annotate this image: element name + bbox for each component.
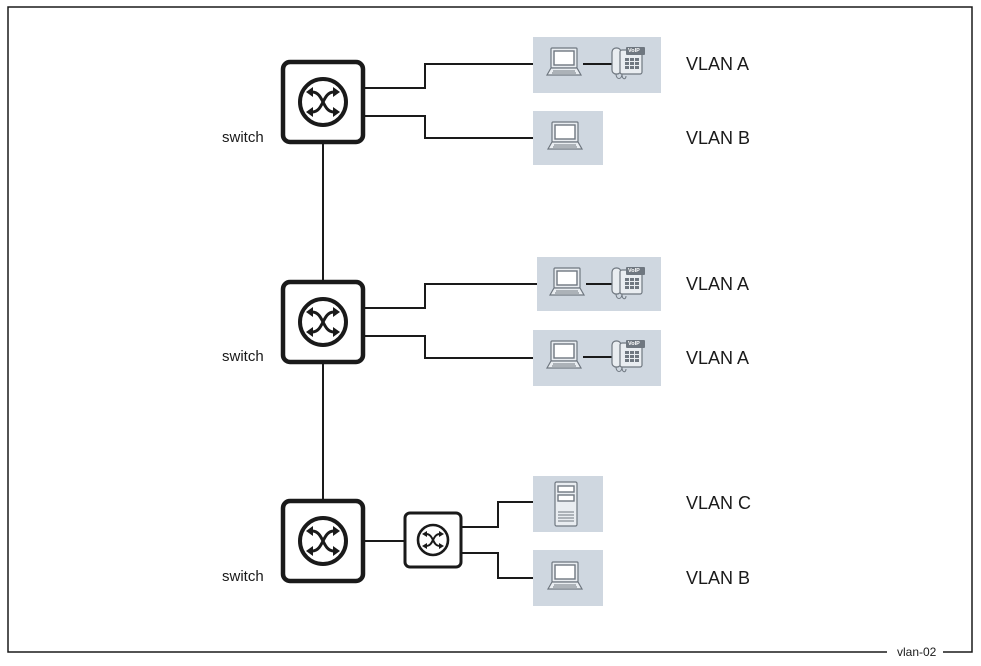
server-icon <box>554 481 578 527</box>
vlan-label: VLAN C <box>686 493 751 513</box>
vlan-label: VLAN A <box>686 54 749 74</box>
link-row-3 <box>364 283 537 309</box>
laptop-icon <box>549 267 585 296</box>
switch-icon <box>283 282 363 362</box>
vlan-label: VLAN B <box>686 568 750 588</box>
voip-badge: VoIP <box>628 341 640 347</box>
switch-icon <box>283 501 363 581</box>
figure-tag: vlan-02 <box>897 645 937 659</box>
link-row-4 <box>364 335 533 359</box>
link-row-1 <box>364 63 533 89</box>
diagram-frame <box>7 6 973 653</box>
link-row-6 <box>460 552 533 579</box>
laptop-icon <box>546 340 582 369</box>
switch-label: switch <box>222 129 264 146</box>
link-row-5 <box>460 501 533 528</box>
switch-label: switch <box>222 348 264 365</box>
vlan-label: VLAN B <box>686 128 750 148</box>
vlan-label: VLAN A <box>686 274 749 294</box>
small-switch-icon <box>403 511 463 569</box>
laptop-icon <box>547 121 583 150</box>
laptop-icon <box>546 47 582 76</box>
voip-badge: VoIP <box>628 268 640 274</box>
link-row-2 <box>364 115 533 139</box>
voip-badge: VoIP <box>628 48 640 54</box>
switch-label: switch <box>222 568 264 585</box>
vlan-label: VLAN A <box>686 348 749 368</box>
switch-icon <box>283 62 363 142</box>
laptop-icon <box>547 561 583 590</box>
